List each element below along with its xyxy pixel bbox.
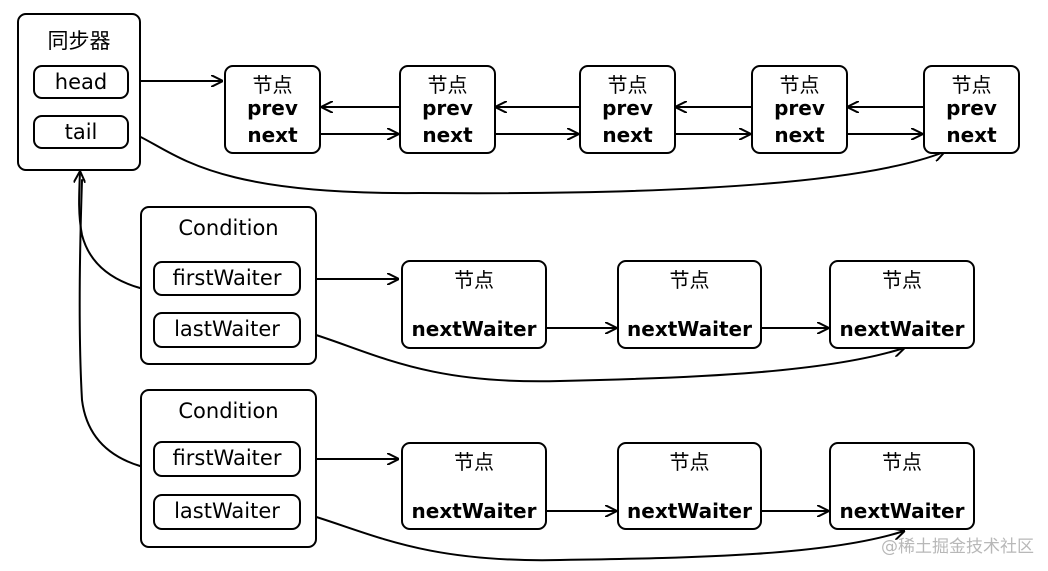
watermark: @稀土掘金技术社区 [881,537,1034,557]
condition-node: 节点 nextWaiter [617,260,762,349]
last-waiter-field: lastWaiter [153,494,301,530]
condition-node: 节点 nextWaiter [401,260,547,349]
node-prev: prev [946,96,997,120]
tail-field: tail [33,115,129,149]
node-next: next [602,123,653,147]
node-title: 节点 [779,73,820,97]
node-next-waiter: nextWaiter [627,317,752,341]
condition-node: 节点 nextWaiter [401,442,547,530]
first-waiter-field: firstWaiter [153,441,301,477]
node-prev: prev [774,96,825,120]
node-title: 节点 [427,73,468,97]
head-field: head [33,65,129,99]
node-title: 节点 [951,73,992,97]
condition-title: Condition [178,216,279,240]
node-next: next [946,123,997,147]
last-waiter-field: lastWaiter [153,312,301,348]
condition-node: 节点 nextWaiter [829,260,975,349]
node-next-waiter: nextWaiter [411,317,537,341]
node-next: next [247,123,298,147]
queue-node: 节点 prev next [399,65,496,154]
node-prev: prev [247,96,298,120]
tail-arrow [127,130,944,195]
node-title: 节点 [882,450,922,474]
node-next-waiter: nextWaiter [839,499,965,523]
condition-to-sync-arrow [78,179,141,467]
synchronizer-title: 同步器 [47,29,111,53]
queue-node: 节点 prev next [923,65,1020,154]
node-next-waiter: nextWaiter [411,499,537,523]
node-title: 节点 [882,268,922,292]
node-title: 节点 [454,450,494,474]
last-waiter-arrow [299,329,904,383]
node-title: 节点 [607,73,648,97]
node-next: next [774,123,825,147]
node-title: 节点 [669,450,710,474]
node-next-waiter: nextWaiter [627,499,752,523]
node-title: 节点 [669,268,710,292]
queue-node: 节点 prev next [751,65,848,154]
node-title: 节点 [454,268,494,292]
node-prev: prev [422,96,473,120]
condition-title: Condition [178,399,279,423]
condition-node: 节点 nextWaiter [617,442,762,530]
node-prev: prev [602,96,653,120]
last-waiter-arrow [299,511,904,562]
queue-node: 节点 prev next [224,65,321,154]
node-next-waiter: nextWaiter [839,317,965,341]
node-title: 节点 [252,73,293,97]
first-waiter-field: firstWaiter [153,261,301,296]
condition-node: 节点 nextWaiter [829,442,975,530]
node-next: next [422,123,473,147]
queue-node: 节点 prev next [579,65,676,154]
condition-to-sync-arrow [79,172,141,289]
